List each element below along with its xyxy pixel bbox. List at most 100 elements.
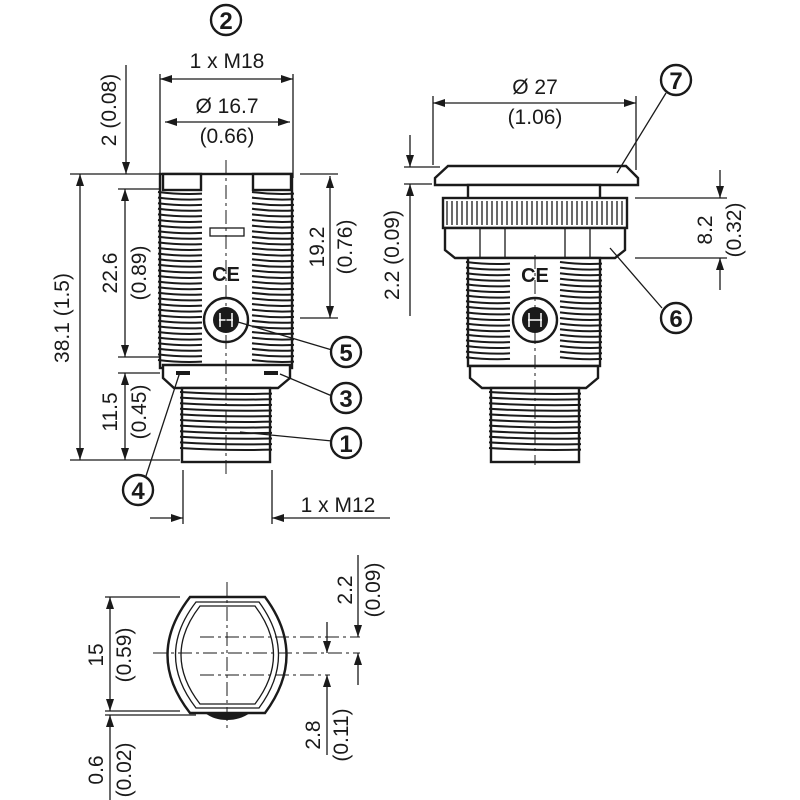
hex-nut: [443, 226, 627, 260]
callout-1: 1: [329, 426, 363, 460]
thread-line: [157, 308, 203, 313]
top-offset-label: 2 (0.08): [98, 74, 121, 146]
total-length-label: 38.1 (1.5): [51, 273, 74, 363]
thread-line: [251, 269, 295, 274]
thread-line: [251, 353, 295, 358]
thread-line: [157, 314, 203, 319]
thread-line: [465, 345, 511, 349]
thread-line: [251, 191, 295, 195]
thread-line: [465, 350, 511, 355]
thread-line: [559, 261, 603, 265]
callout-2: 2: [209, 3, 243, 37]
thread-line: [157, 319, 203, 324]
thread-line: [465, 300, 511, 305]
thread-line: [465, 317, 511, 321]
thread-line: [559, 328, 603, 333]
thread-line: [251, 207, 295, 212]
thread-line: [251, 224, 295, 229]
callout-7: 7: [659, 63, 693, 97]
thread-line: [465, 333, 511, 338]
svg-text:6: 6: [669, 306, 682, 333]
flange-diameter-inch-label: (1.06): [508, 106, 563, 129]
thread-line: [251, 235, 295, 240]
diameter-label: Ø 16.7: [195, 95, 258, 118]
offset-label: 0.6: [85, 755, 108, 784]
ce-mark: CE: [212, 264, 240, 286]
diameter-inch-label: (0.66): [200, 125, 255, 148]
bottom-view: 15 (0.59) 0.6 (0.02) 2.2 (0.09) 2.8 (0.1…: [85, 555, 385, 800]
thread-line: [157, 263, 203, 268]
svg-text:1: 1: [339, 431, 352, 458]
thread-line: [559, 277, 603, 282]
housing-outline: [166, 595, 288, 715]
thread-line: [251, 297, 295, 302]
thread-line: [465, 322, 511, 327]
thread-line: [157, 342, 203, 347]
thread-line: [157, 359, 203, 363]
thread-length-inch-label: (0.89): [128, 246, 151, 301]
axis-offset-bottom-label: 2.8: [302, 720, 325, 749]
thread-line: [157, 191, 203, 195]
svg-text:5: 5: [339, 340, 352, 367]
thread-line: [179, 447, 273, 451]
thread-line: [251, 230, 295, 235]
thread-line: [251, 213, 295, 218]
callout-5: 5: [329, 335, 363, 369]
connector-thread-label: 1 x M12: [301, 494, 376, 517]
thread-line: [559, 289, 603, 293]
callout-6: 6: [659, 301, 693, 335]
thread-line: [251, 291, 295, 296]
thread-line: [559, 317, 603, 321]
thread-line: [179, 430, 273, 435]
thread-line: [157, 196, 203, 201]
thread-line: [465, 356, 511, 361]
thread-line: [251, 258, 295, 263]
thread-line: [251, 336, 295, 341]
connector-length-inch-label: (0.45): [128, 385, 151, 440]
thread-line: [488, 424, 582, 429]
nut-height-inch-label: (0.32): [723, 203, 746, 258]
thread-line: [559, 305, 603, 310]
thread-line: [157, 202, 203, 207]
thread-line: [157, 219, 203, 223]
thread-line: [465, 283, 511, 288]
thread-line: [465, 311, 511, 316]
nut-height-label: 8.2: [694, 215, 717, 244]
thread-line: [559, 333, 603, 338]
thread-line: [251, 219, 295, 223]
thread-line: [251, 241, 295, 246]
thread-line: [465, 272, 511, 277]
svg-text:4: 4: [131, 478, 145, 505]
thread-line: [157, 336, 203, 341]
thread-line: [157, 224, 203, 229]
sensor-body: [157, 172, 295, 464]
thread-line: [251, 286, 295, 291]
axis-offset-bottom-inch-label: (0.11): [330, 708, 353, 761]
thread-line: [251, 263, 295, 268]
axis-offset-top-inch-label: (0.09): [362, 563, 385, 618]
thread-line: [488, 441, 582, 446]
thread-line: [251, 319, 295, 324]
thread-line: [251, 347, 295, 352]
thread-line: [251, 247, 295, 251]
thread-line: [179, 396, 273, 401]
thread-line: [488, 419, 582, 423]
thread-line: [559, 283, 603, 288]
thread-length-label: 22.6: [99, 253, 122, 294]
callout-4: 4: [121, 473, 155, 507]
svg-text:2: 2: [219, 8, 232, 35]
thread-line: [157, 241, 203, 246]
thread-line: [157, 331, 203, 335]
thread-line: [157, 269, 203, 274]
svg-text:3: 3: [339, 386, 352, 413]
thread-line: [559, 339, 603, 344]
thread-line: [251, 308, 295, 313]
flange-cap: [433, 164, 640, 187]
thread-line: [157, 325, 203, 330]
thread-line: [465, 305, 511, 310]
thread-line: [465, 294, 511, 299]
thread-line: [157, 230, 203, 235]
thread-line: [465, 289, 511, 293]
thread-line: [157, 247, 203, 251]
